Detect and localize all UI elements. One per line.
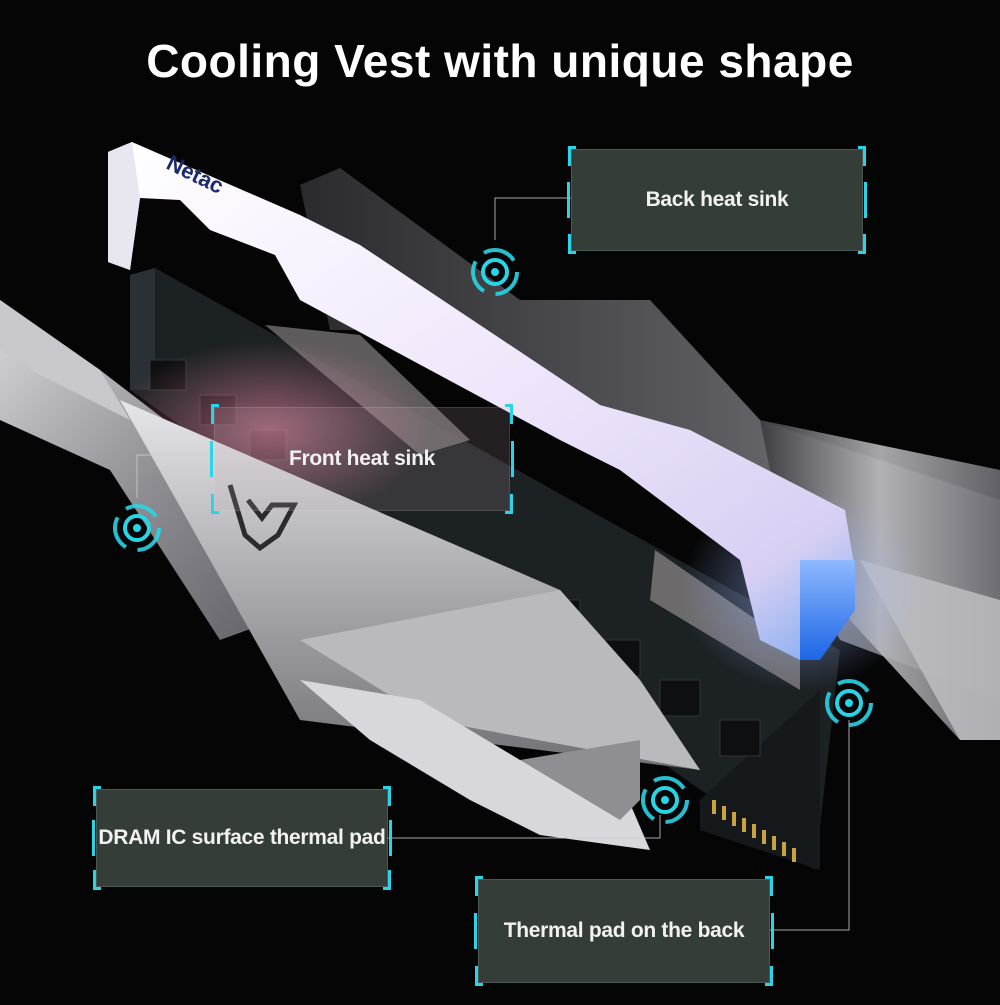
callout-label: Front heat sink <box>288 447 436 470</box>
target-icon <box>113 504 161 552</box>
callout-thermal-pad-back: Thermal pad on the back <box>474 876 774 986</box>
leader-lines <box>136 197 850 931</box>
target-icon <box>825 679 873 727</box>
target-icon <box>471 248 519 296</box>
callout-label: Thermal pad on the back <box>503 919 745 942</box>
target-icon <box>641 776 689 824</box>
callout-front-heat-sink: Front heat sink <box>210 404 514 514</box>
callout-back-heat-sink: Back heat sink <box>567 146 867 254</box>
wolf-logo-icon <box>227 484 299 552</box>
page-title: Cooling Vest with unique shape <box>146 35 854 87</box>
callout-label: DRAM IC surface thermal pad <box>98 826 386 849</box>
front-heat-sink <box>0 300 700 850</box>
callout-dram-thermal-pad: DRAM IC surface thermal pad <box>92 786 392 890</box>
gold-contacts <box>712 800 796 862</box>
callout-label: Back heat sink <box>645 188 789 211</box>
